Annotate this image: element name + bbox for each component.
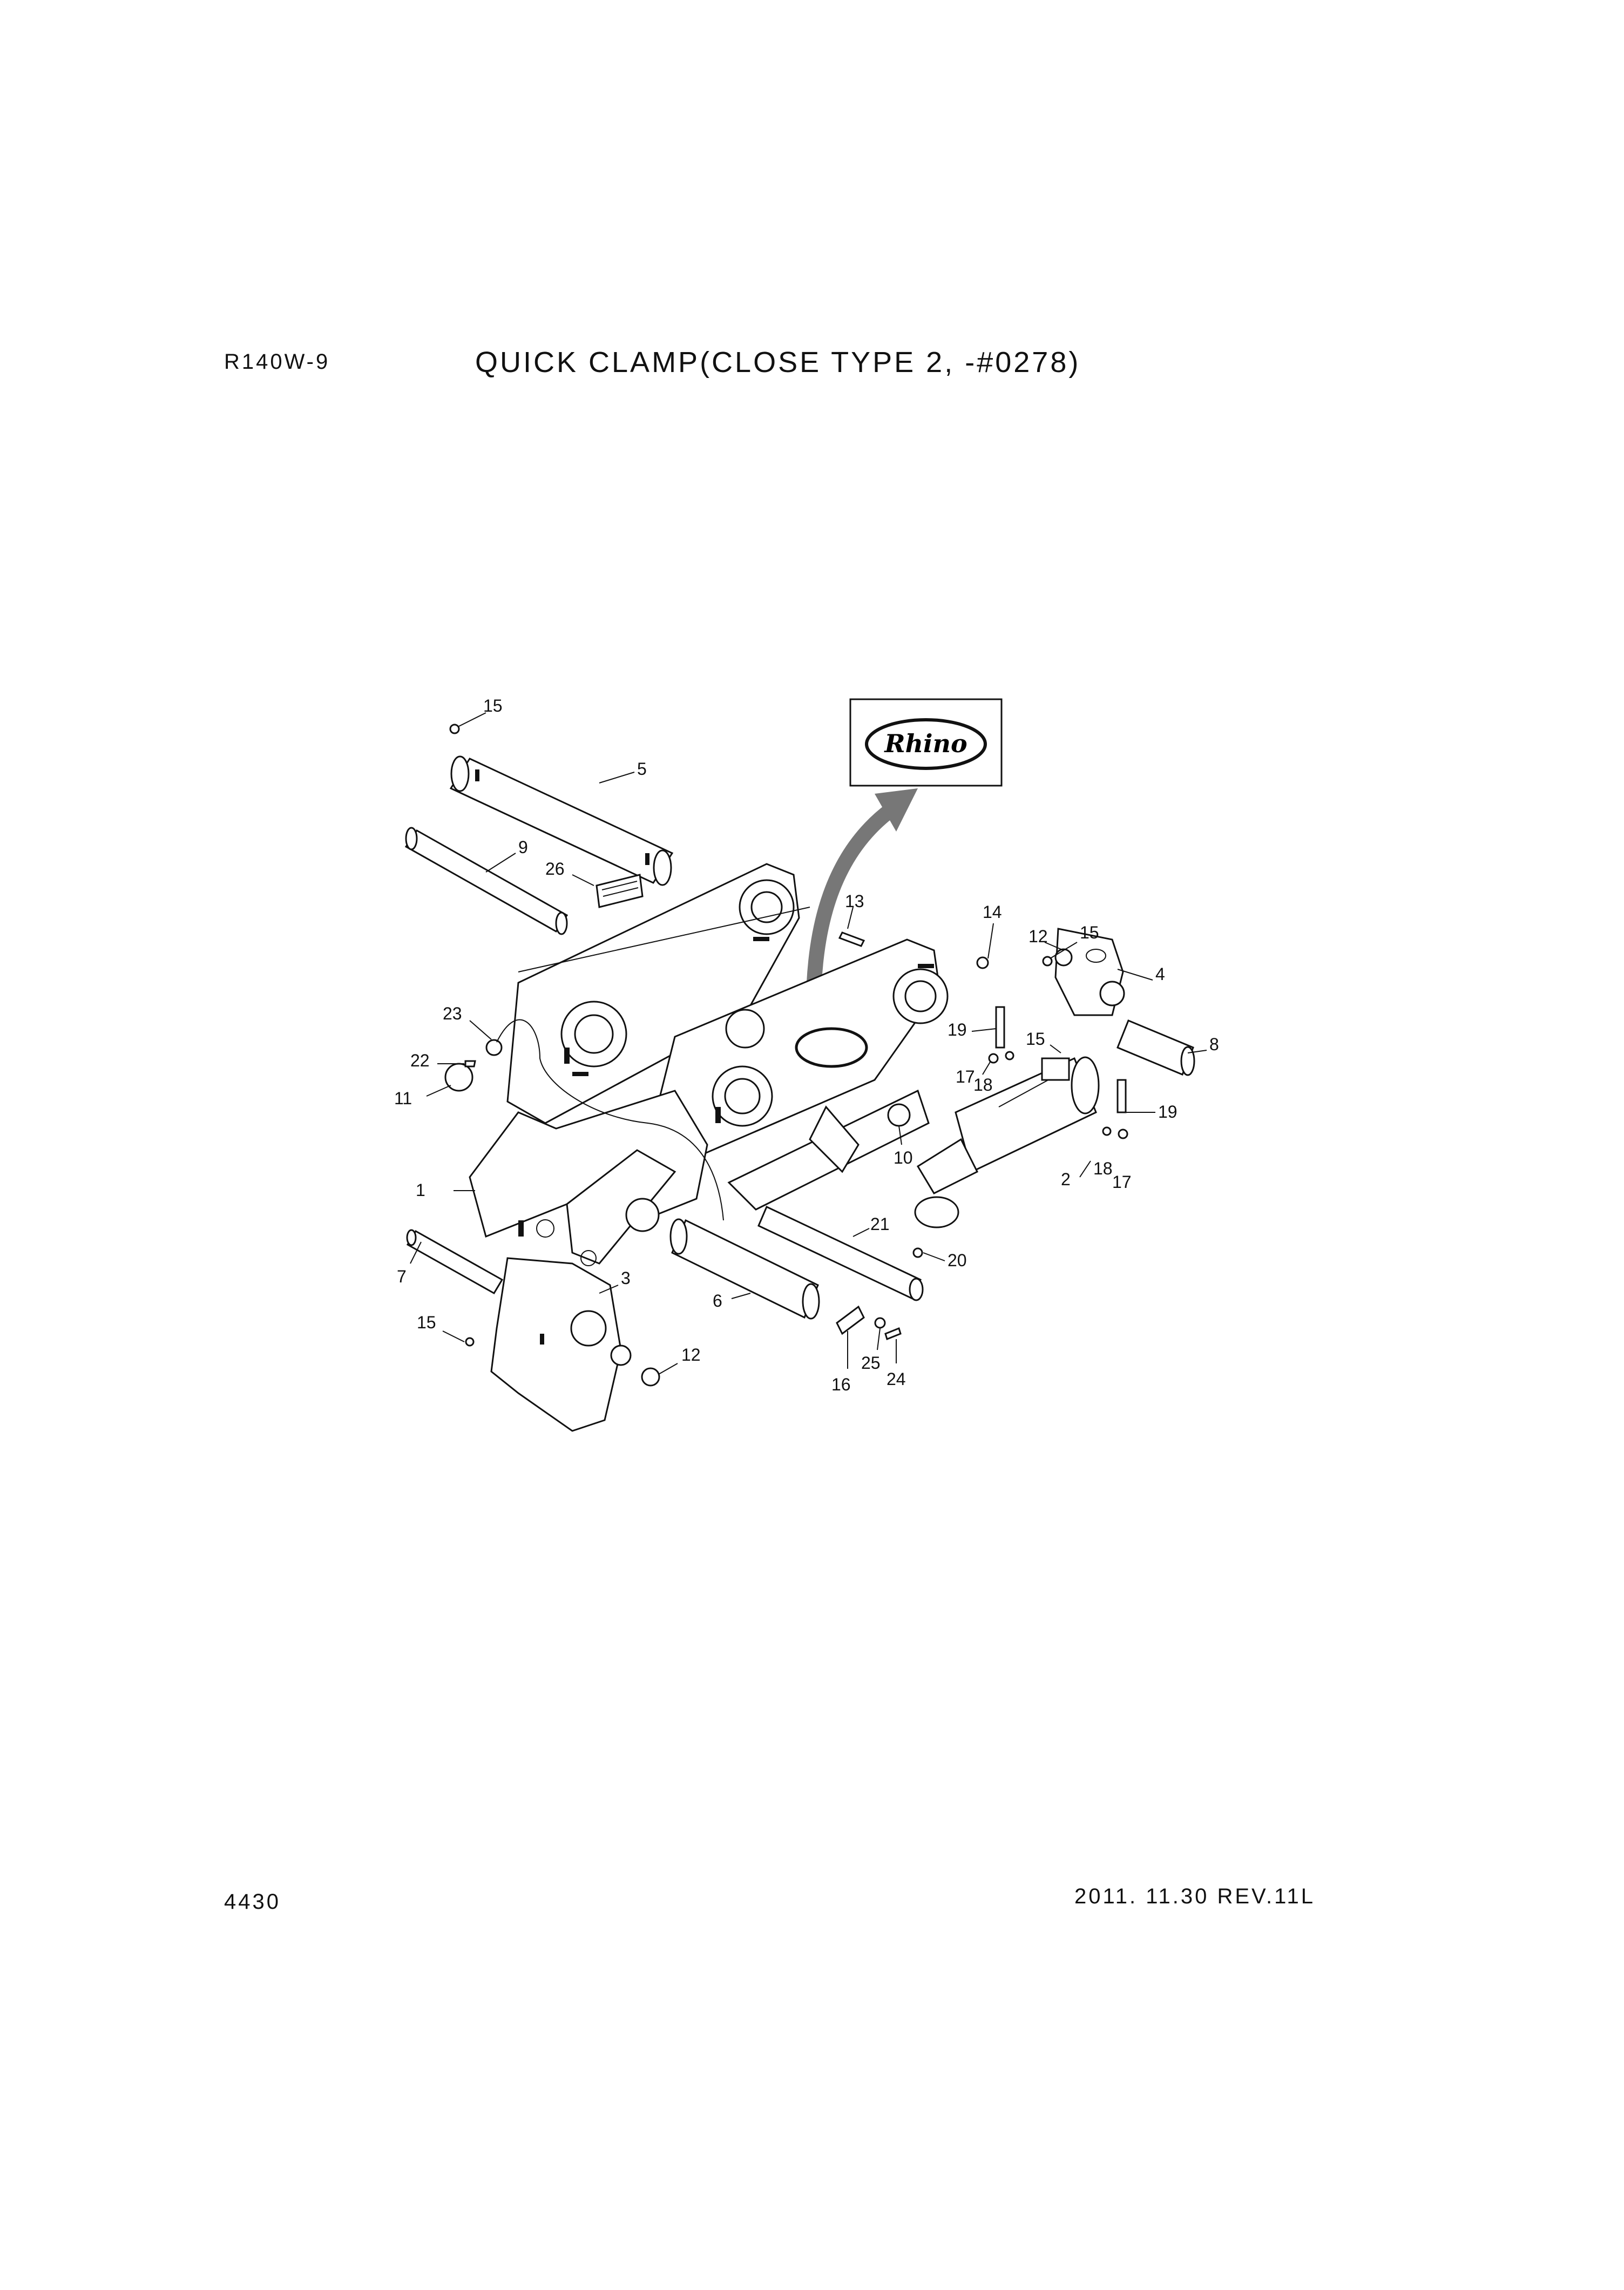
callout: 3: [621, 1268, 631, 1288]
nut-14: [976, 956, 989, 969]
callout: 12: [681, 1345, 701, 1364]
frame-1: [469, 863, 949, 1266]
callout: 11: [394, 1089, 412, 1108]
decal-arrowhead: [875, 788, 918, 832]
ring-23: [485, 1039, 503, 1056]
callout: 9: [518, 837, 528, 857]
lanyard-23: [496, 1019, 724, 1221]
callout: 15: [483, 696, 503, 715]
callout: 10: [894, 1148, 913, 1167]
oring-18-left: [1005, 1051, 1014, 1060]
callout: 2: [1061, 1170, 1071, 1189]
callout: 13: [845, 891, 864, 911]
link-16: [836, 1305, 865, 1335]
callout: 14: [983, 902, 1002, 922]
callout: 26: [545, 859, 565, 879]
callout: 16: [831, 1375, 851, 1394]
grease-nipple-20: [912, 1247, 923, 1258]
callout: 1: [416, 1180, 425, 1200]
callout: 15: [1026, 1029, 1045, 1049]
grease-nipple-bottom: [465, 1337, 475, 1347]
hose-19-right: [1116, 1079, 1127, 1113]
callout: 7: [397, 1267, 407, 1286]
ring-10: [887, 1103, 911, 1127]
rhino-logo: Rhino: [849, 698, 1003, 787]
revision-date: 2011. 11.30 REV.11L: [1074, 1884, 1315, 1908]
hook-4: [1054, 928, 1125, 1016]
callout: 17: [956, 1067, 975, 1086]
callout: 18: [973, 1075, 993, 1095]
cylinder-2: [914, 1056, 1100, 1228]
hook-3: [490, 1257, 632, 1432]
callout: 15: [1080, 923, 1099, 942]
small-hardware: [444, 724, 1128, 1387]
grease-nipple-right: [1042, 956, 1053, 967]
pin-5: [449, 755, 674, 886]
pin-22: [464, 1060, 476, 1068]
callout: 18: [1093, 1159, 1113, 1178]
pin-8: [1116, 1019, 1195, 1076]
hose-19-left: [995, 1006, 1005, 1049]
callout: 5: [637, 759, 647, 779]
model-code: R140W-9: [224, 350, 330, 374]
ring-12-bottom: [641, 1367, 660, 1387]
callout: 21: [870, 1214, 890, 1234]
grease-nipple-top: [449, 724, 460, 734]
ring-12-right: [1054, 948, 1073, 967]
callout: 6: [713, 1291, 722, 1310]
oring-18-right: [1102, 1126, 1112, 1136]
pin-9: [404, 827, 569, 935]
pin-7: [406, 1229, 504, 1295]
bolt-24: [884, 1327, 902, 1341]
pin-6: [669, 1218, 820, 1320]
bolt-13: [838, 931, 865, 947]
callout: 25: [861, 1353, 881, 1373]
callout-numbers: 15 5 9 26 13 14 12 15 4 8 23 22 19 15 17…: [394, 696, 1219, 1394]
fitting-17-right: [1118, 1129, 1128, 1139]
ring-11: [444, 1063, 473, 1092]
pin-21: [757, 1205, 924, 1301]
callout: 17: [1112, 1172, 1132, 1192]
callout: 19: [948, 1020, 967, 1039]
page-title: QUICK CLAMP(CLOSE TYPE 2, -#0278): [475, 346, 1081, 379]
fitting-17-left: [988, 1053, 999, 1064]
callout: 15: [417, 1313, 436, 1332]
callout: 20: [948, 1251, 967, 1270]
leader-lines: [410, 712, 1207, 1375]
callout: 24: [887, 1369, 906, 1389]
callout: 22: [410, 1051, 430, 1070]
page-number: 4430: [224, 1890, 281, 1914]
callout: 4: [1155, 964, 1165, 984]
rhino-logo-text: Rhino: [883, 729, 967, 758]
washer-25: [874, 1317, 886, 1329]
callout: 19: [1158, 1102, 1178, 1122]
name-plate-26: [596, 874, 644, 908]
callout: 23: [443, 1004, 462, 1023]
callout: 12: [1028, 927, 1048, 946]
callout: 8: [1209, 1035, 1219, 1054]
